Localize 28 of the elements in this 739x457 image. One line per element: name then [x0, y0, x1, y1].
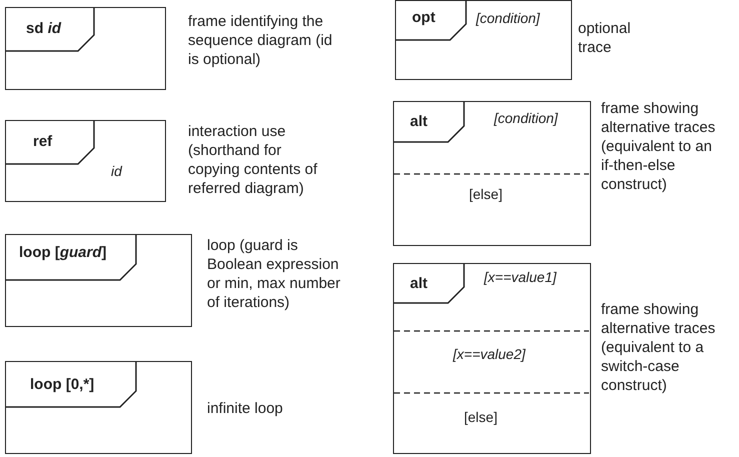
- frame-description: frame showing alternative traces (equivalent to an if-then-else construct): [601, 99, 716, 194]
- frame-description: frame identifying the sequence diagram (id is optional): [188, 12, 334, 69]
- operator-label: sd id: [26, 21, 62, 37]
- guard-condition: [condition]: [494, 110, 558, 126]
- guard-condition: [x==value1]: [484, 269, 556, 285]
- frame-box: [393, 101, 591, 246]
- operator-label: loop [guard]: [19, 245, 106, 261]
- guard-condition: [x==value2]: [453, 346, 526, 362]
- operator-label: alt: [410, 114, 428, 130]
- frame-description: infinite loop: [207, 399, 284, 418]
- frame-box: [393, 263, 591, 454]
- frame-description: interaction use (shorthand for copying contents of referred diagram): [188, 122, 318, 198]
- frame-description: loop (guard is Boolean expression or min, max number of iterations): [207, 236, 342, 312]
- operator-label: ref: [33, 134, 52, 150]
- operator-label: opt: [412, 10, 436, 26]
- frame-description: optional trace: [578, 19, 632, 57]
- frame-box: [5, 7, 166, 90]
- guard-condition: [else]: [469, 186, 502, 202]
- operator-label: alt: [410, 276, 428, 292]
- guard-condition: [condition]: [476, 10, 540, 26]
- guard-condition: [else]: [464, 409, 498, 425]
- frame-box: [5, 234, 192, 327]
- frame-box: [5, 120, 166, 202]
- frame-box: [395, 0, 572, 80]
- operator-label: loop [0,*]: [30, 377, 94, 393]
- frame-description: frame showing alternative traces (equivalent to a switch-case construct): [601, 300, 716, 395]
- frame-box: [5, 361, 192, 454]
- guard-condition: id: [111, 163, 122, 179]
